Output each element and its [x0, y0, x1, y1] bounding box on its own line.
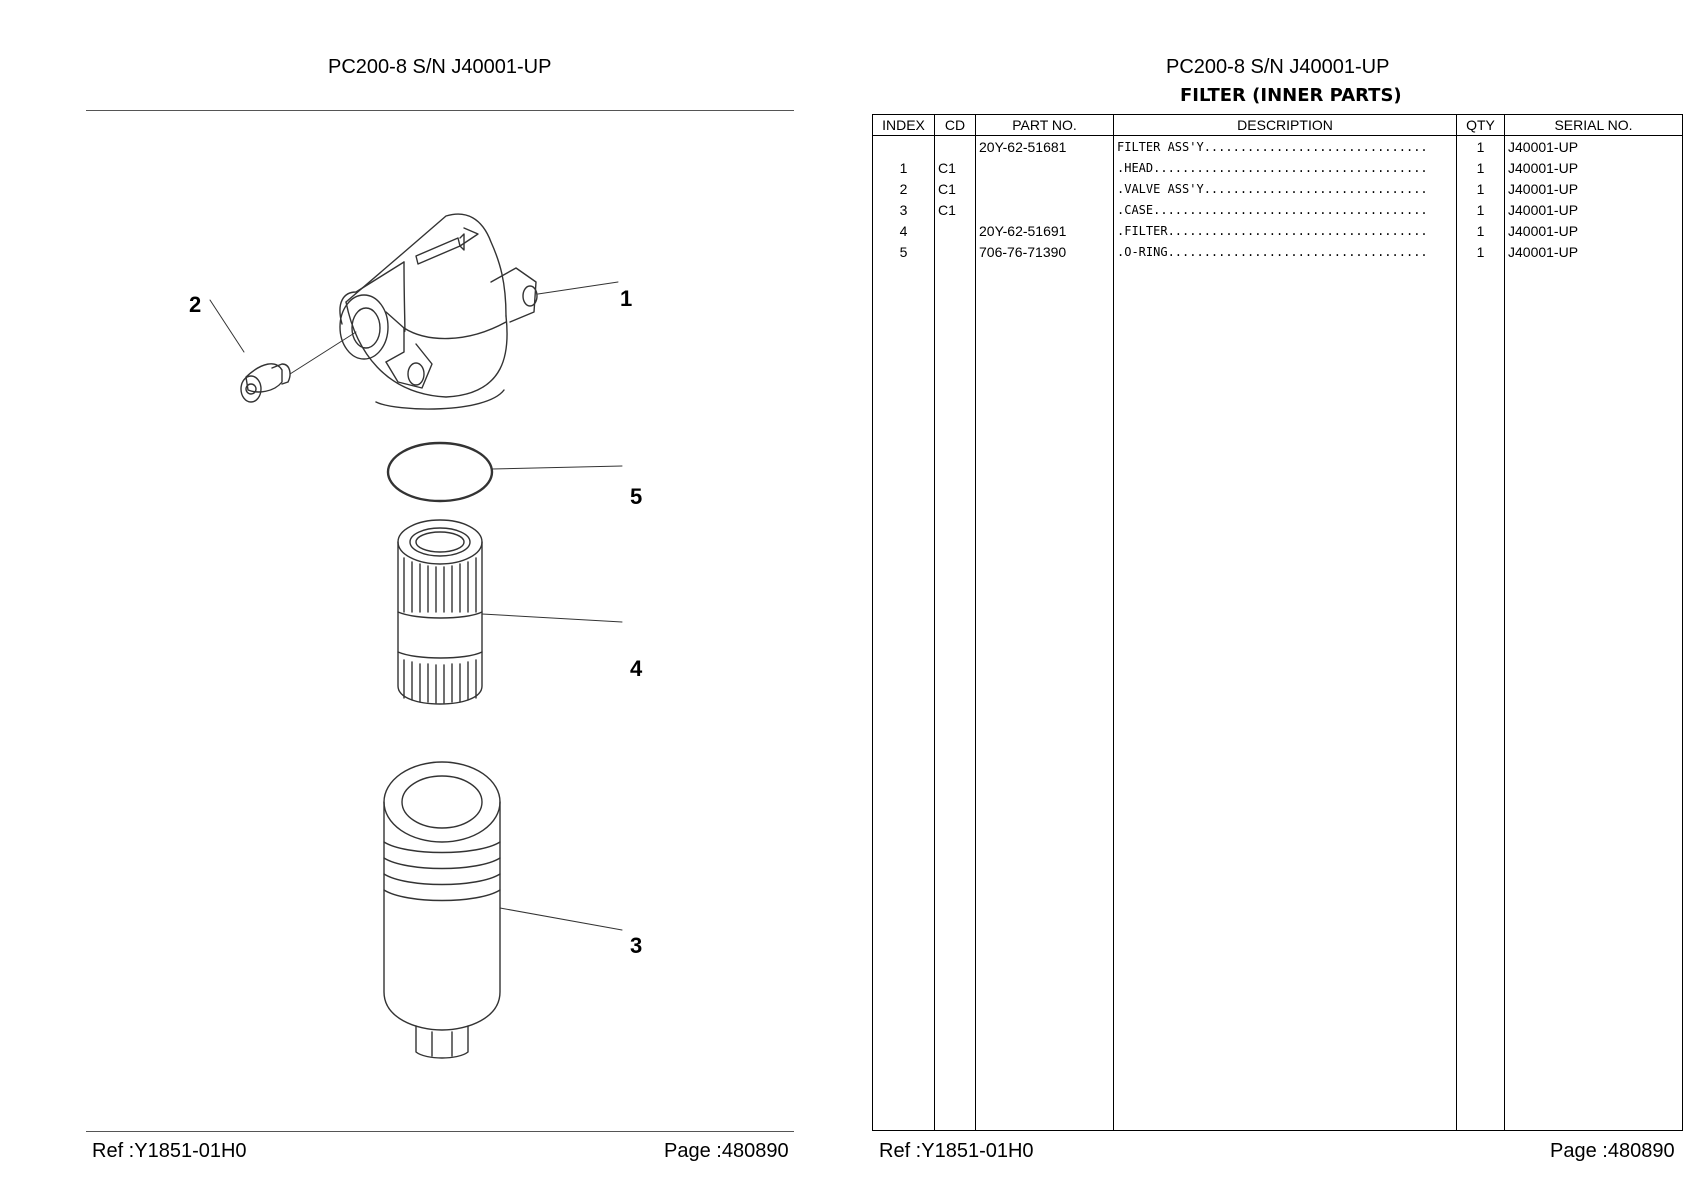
- left-footer-page: Page :480890: [664, 1140, 789, 1162]
- column-header-description: DESCRIPTION: [1113, 114, 1457, 136]
- exploded-parts-diagram: [209, 213, 623, 1059]
- cell-index: 3: [872, 199, 935, 220]
- left-footer-rule: [86, 1131, 794, 1132]
- cell-cd: C1: [934, 157, 976, 178]
- filter-case-drawing: [383, 761, 501, 1059]
- cell-index: [872, 135, 935, 157]
- cell-qty: 1: [1456, 157, 1505, 178]
- table-row: 5 706-76-71390 .O-RING..................…: [872, 241, 1683, 262]
- cell-part-no: 20Y-62-51681: [975, 135, 1114, 157]
- cell-qty: 1: [1456, 178, 1505, 199]
- cell-description: .O-RING.................................…: [1113, 241, 1457, 262]
- filter-head-drawing: [339, 213, 538, 410]
- cell-description: FILTER ASS'Y............................…: [1113, 135, 1457, 157]
- cell-serial-no: J40001-UP: [1504, 178, 1683, 199]
- leader-lines: [209, 281, 623, 931]
- valve-plug-drawing: [240, 331, 357, 403]
- column-header-serial-no: SERIAL NO.: [1504, 114, 1683, 136]
- cell-part-no: [975, 199, 1114, 220]
- cell-qty: 1: [1456, 220, 1505, 241]
- cell-qty: 1: [1456, 199, 1505, 220]
- callout-1: 1: [620, 286, 633, 311]
- cell-part-no: [975, 157, 1114, 178]
- cell-description: .HEAD...................................…: [1113, 157, 1457, 178]
- cell-cd: C1: [934, 199, 976, 220]
- callout-5: 5: [630, 484, 643, 509]
- table-row: 2 C1 .VALVE ASS'Y.......................…: [872, 178, 1683, 199]
- column-header-qty: QTY: [1456, 114, 1505, 136]
- cell-index: 4: [872, 220, 935, 241]
- table-row: 1 C1 .HEAD..............................…: [872, 157, 1683, 178]
- callout-2: 2: [189, 292, 202, 317]
- cell-serial-no: J40001-UP: [1504, 241, 1683, 262]
- filter-element-drawing: [397, 519, 483, 705]
- right-page-header: PC200-8 S/N J40001-UP: [1166, 56, 1390, 78]
- cell-serial-no: J40001-UP: [1504, 220, 1683, 241]
- cell-qty: 1: [1456, 135, 1505, 157]
- left-footer-ref: Ref :Y1851-01H0: [92, 1140, 247, 1162]
- left-header-rule: [86, 110, 794, 111]
- table-header-row: INDEX CD PART NO. DESCRIPTION QTY SERIAL…: [872, 114, 1683, 136]
- table-row: 20Y-62-51681 FILTER ASS'Y...............…: [872, 135, 1683, 157]
- table-row: 4 20Y-62-51691 .FILTER..................…: [872, 220, 1683, 241]
- parts-table: INDEX CD PART NO. DESCRIPTION QTY SERIAL…: [872, 114, 1683, 1131]
- column-header-index: INDEX: [872, 114, 935, 136]
- section-title: FILTER (INNER PARTS): [1180, 85, 1402, 106]
- callout-4: 4: [630, 656, 643, 681]
- left-page-header: PC200-8 S/N J40001-UP: [328, 56, 552, 78]
- column-header-part-no: PART NO.: [975, 114, 1114, 136]
- cell-part-no: 20Y-62-51691: [975, 220, 1114, 241]
- table-filler-row: [872, 262, 1683, 1131]
- cell-cd: C1: [934, 178, 976, 199]
- column-header-cd: CD: [934, 114, 976, 136]
- cell-index: 2: [872, 178, 935, 199]
- cell-cd: [934, 241, 976, 262]
- cell-part-no: [975, 178, 1114, 199]
- cell-description: .VALVE ASS'Y............................…: [1113, 178, 1457, 199]
- cell-part-no: 706-76-71390: [975, 241, 1114, 262]
- table-row: 3 C1 .CASE..............................…: [872, 199, 1683, 220]
- cell-index: 1: [872, 157, 935, 178]
- cell-cd: [934, 135, 976, 157]
- right-footer-page: Page :480890: [1550, 1140, 1675, 1162]
- cell-index: 5: [872, 241, 935, 262]
- cell-cd: [934, 220, 976, 241]
- cell-description: .FILTER.................................…: [1113, 220, 1457, 241]
- o-ring-drawing: [386, 441, 494, 503]
- cell-serial-no: J40001-UP: [1504, 135, 1683, 157]
- cell-serial-no: J40001-UP: [1504, 157, 1683, 178]
- cell-qty: 1: [1456, 241, 1505, 262]
- callout-3: 3: [630, 933, 643, 958]
- cell-serial-no: J40001-UP: [1504, 199, 1683, 220]
- right-footer-ref: Ref :Y1851-01H0: [879, 1140, 1034, 1162]
- cell-description: .CASE...................................…: [1113, 199, 1457, 220]
